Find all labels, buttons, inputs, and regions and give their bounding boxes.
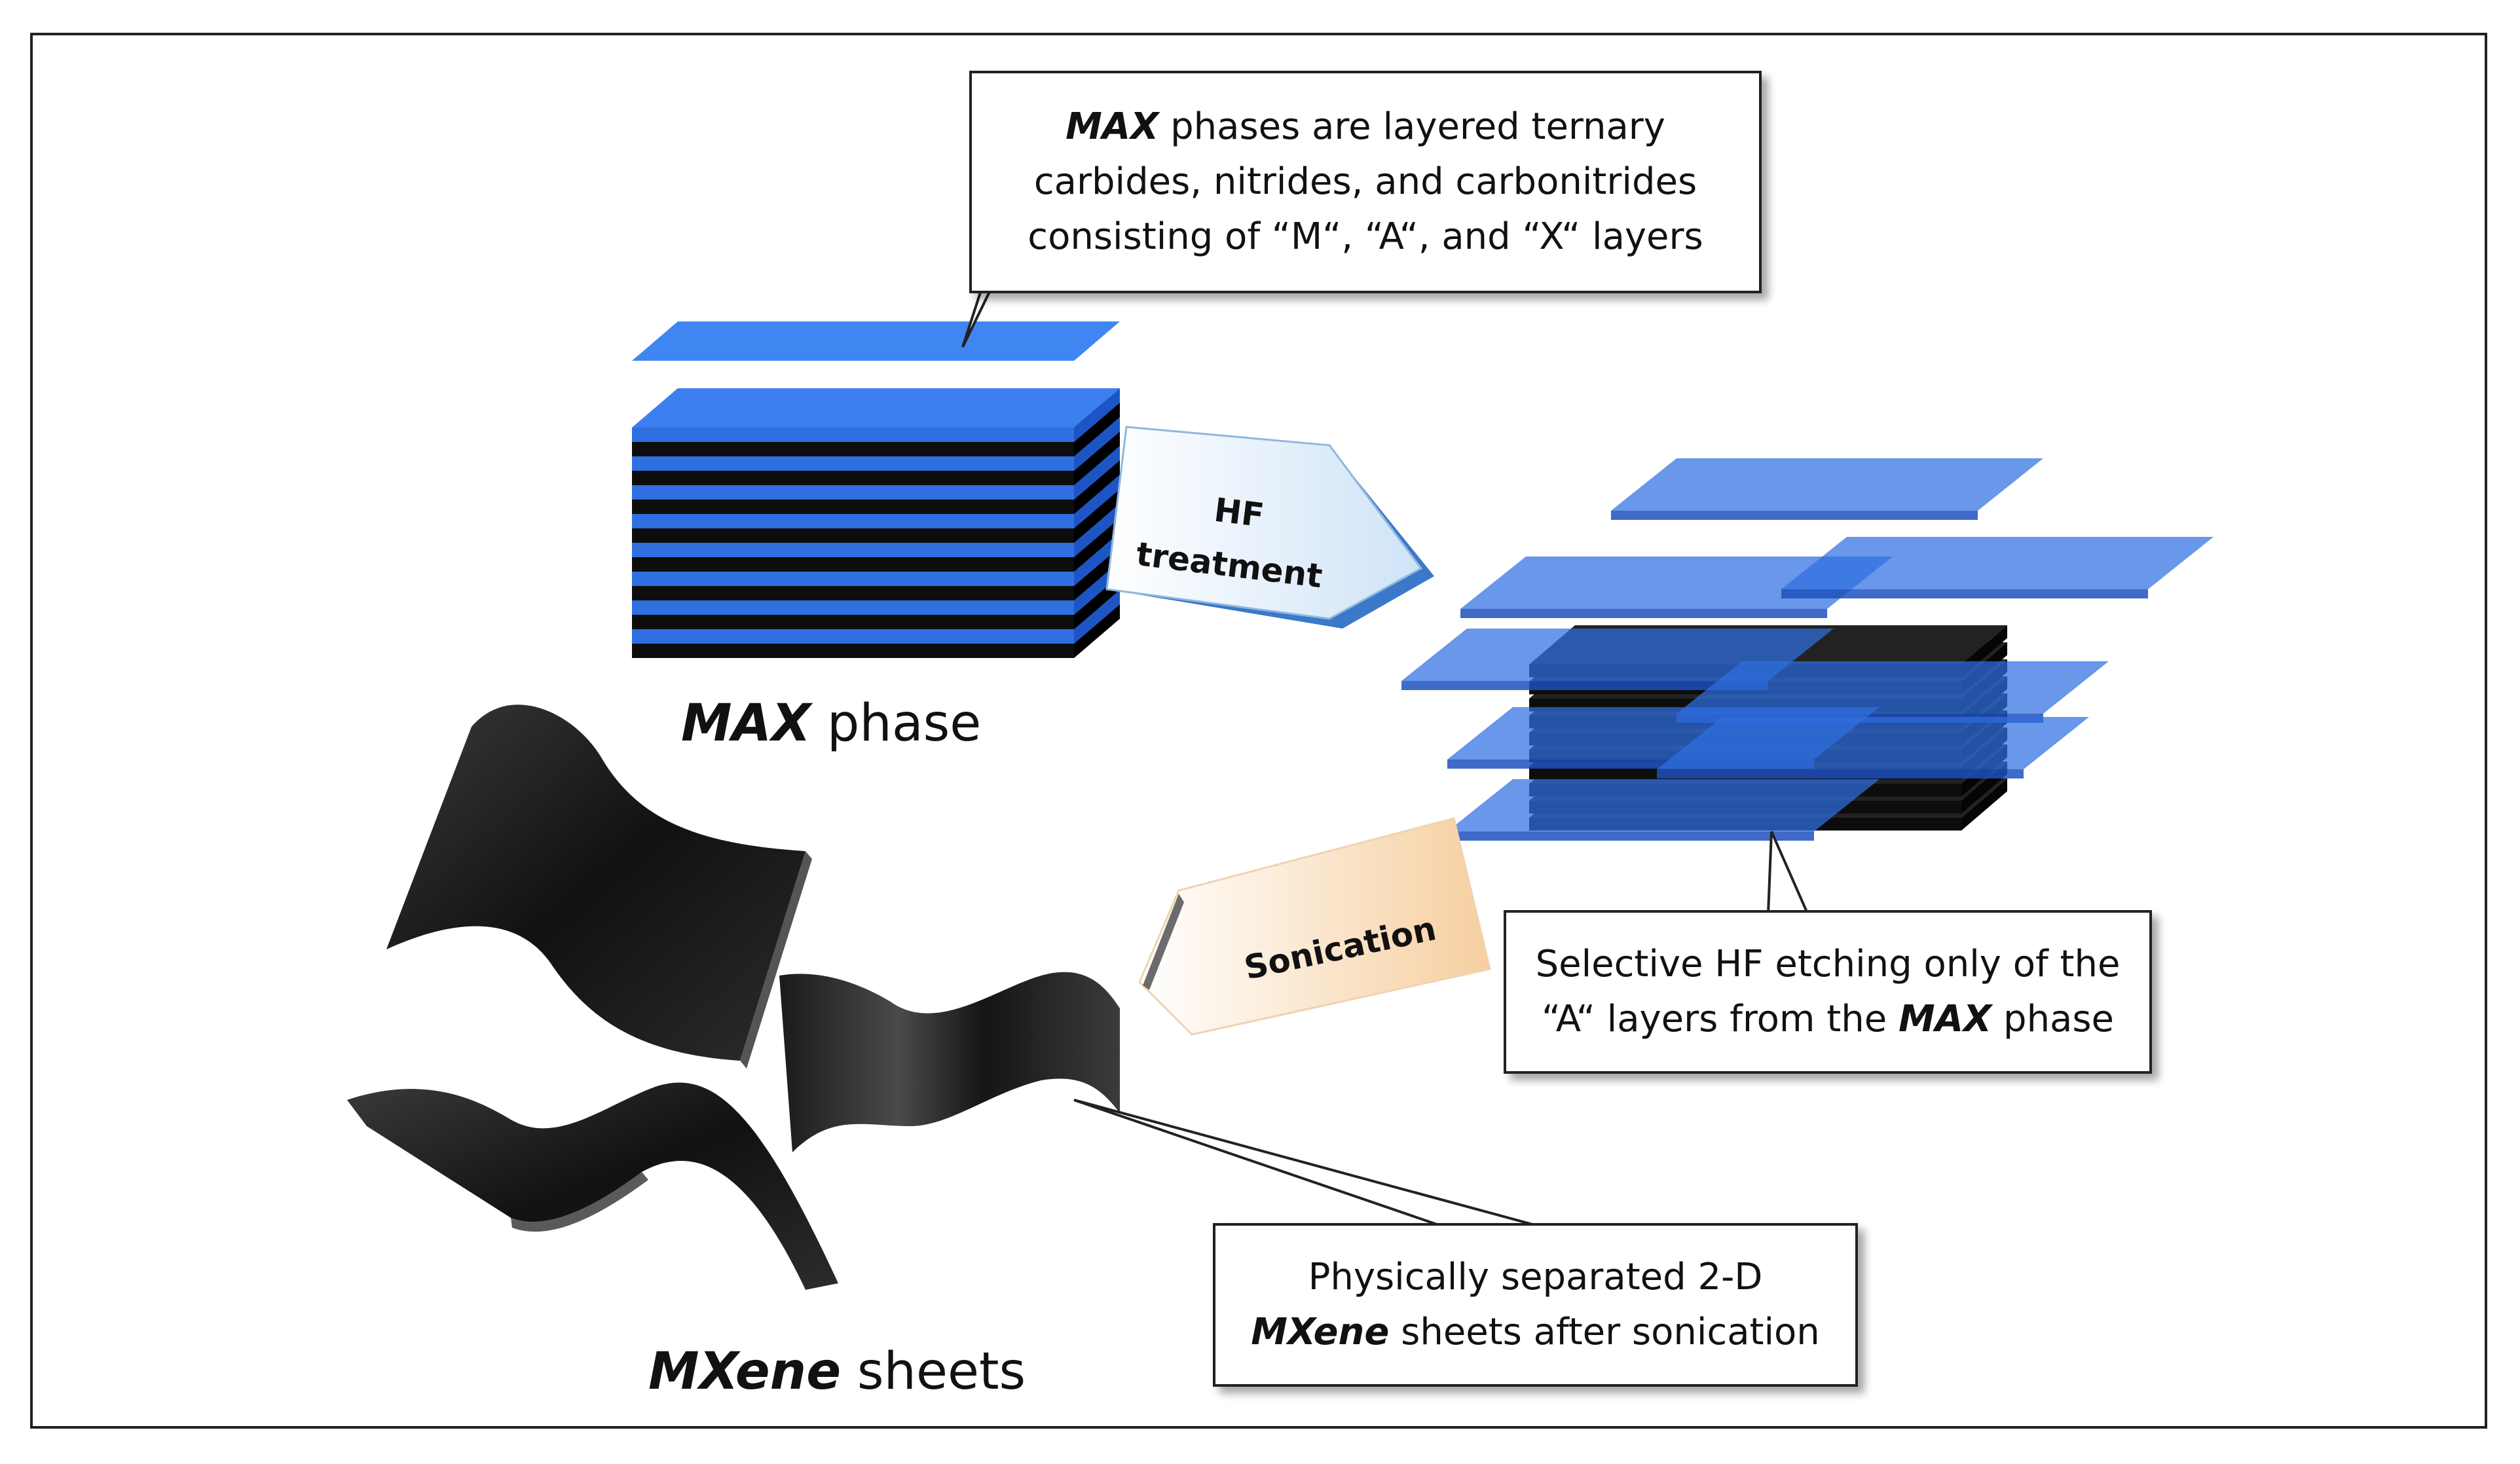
- max-layer-10-side: [1074, 460, 1120, 514]
- etching-info-em: MAX: [1898, 998, 1992, 1040]
- max-layer-6-side: [1074, 518, 1120, 572]
- max-layer-0-front: [632, 644, 1074, 658]
- mxene-info-callout: Physically separated 2-D MXene sheets af…: [1213, 1223, 1858, 1387]
- mxene-sheets-label-rest: sheets: [841, 1342, 1026, 1401]
- mxene-info-em: MXene: [1251, 1311, 1390, 1353]
- etched-blue-plate-2: [1781, 537, 2214, 589]
- max-info-em: MAX: [1065, 105, 1159, 148]
- etched-blue-plate-edge-0: [1611, 511, 1978, 520]
- etching-info-line2-pre: “A“ layers from the: [1541, 998, 1899, 1040]
- max-layer-7-front: [632, 543, 1074, 557]
- hf-treatment-arrow: HF treatment: [1105, 426, 1434, 629]
- max-layer-9-side: [1074, 475, 1120, 528]
- etching-info-line2-post: phase: [1992, 998, 2115, 1040]
- max-layer-2-front: [632, 615, 1074, 629]
- etching-info-callout: Selective HF etching only of the “A“ lay…: [1504, 910, 2152, 1074]
- max-layer-13-side: [1074, 417, 1120, 471]
- mxene-info-line1: Physically separated 2-D: [1308, 1256, 1763, 1298]
- mxene-info-line2: sheets after sonication: [1389, 1311, 1820, 1353]
- max-layer-14-side: [1074, 403, 1120, 456]
- etching-info-line1: Selective HF etching only of the: [1535, 943, 2121, 985]
- max-layer-3-front: [632, 600, 1074, 615]
- max-layer-11-side: [1074, 446, 1120, 500]
- max-layer-8-side: [1074, 489, 1120, 543]
- hf-label-line1: HF: [1212, 491, 1267, 535]
- max-phase-label: MAX phase: [681, 694, 981, 753]
- max-layer-12-front: [632, 471, 1074, 485]
- etched-blue-plate-3: [1401, 629, 1834, 681]
- max-layer-10-front: [632, 500, 1074, 514]
- max-layer-9-front: [632, 514, 1074, 528]
- max-layer-5-front: [632, 572, 1074, 586]
- max-info-callout: MAX phases are layered ternary carbides,…: [969, 71, 1762, 293]
- max-layer-11-front: [632, 485, 1074, 500]
- mxene-sheets-label: MXene sheets: [648, 1342, 1026, 1401]
- max-phase-label-rest: phase: [811, 694, 982, 753]
- max-layer-15-side: [1074, 388, 1120, 442]
- mxene-sheets-label-em: MXene: [648, 1342, 842, 1401]
- max-layer-13-front: [632, 456, 1074, 471]
- max-layer-12-side: [1074, 431, 1120, 485]
- etched-blue-plate-edge-3: [1401, 681, 1768, 690]
- max-top-face: [632, 321, 1120, 361]
- mxene-sheet-bottom: [347, 1082, 838, 1290]
- etched-blue-plate-0: [1611, 458, 2043, 511]
- max-layer-1-side: [1074, 590, 1120, 644]
- max-layer-4-side: [1074, 547, 1120, 600]
- max-layer-15-top: [632, 388, 1120, 428]
- etched-max-stack: [1401, 458, 2214, 841]
- max-info-line2: carbides, nitrides, and carbonitrides: [1033, 160, 1697, 203]
- etched-blue-plate-4: [1677, 661, 2109, 714]
- max-layer-4-front: [632, 586, 1074, 600]
- etched-black-0-side: [1961, 778, 2007, 831]
- max-phase-stack: [632, 321, 1120, 658]
- max-layer-0-side: [1074, 604, 1120, 658]
- max-layer-15-front: [632, 428, 1074, 442]
- max-info-line1: phases are layered ternary: [1158, 105, 1665, 148]
- etched-blue-plate-edge-7: [1447, 832, 1814, 841]
- mxene-sheet-top: [386, 705, 812, 1069]
- max-layer-5-side: [1074, 532, 1120, 586]
- etched-blue-plate-6: [1657, 717, 2089, 769]
- max-layer-1-front: [632, 629, 1074, 644]
- mxene-sheet-middle: [779, 972, 1120, 1152]
- etched-blue-plate-edge-6: [1657, 769, 2024, 778]
- max-layer-6-front: [632, 557, 1074, 572]
- sonication-arrow: Sonication: [1138, 817, 1491, 1036]
- max-phase-label-em: MAX: [681, 694, 811, 753]
- max-layer-8-front: [632, 528, 1074, 543]
- etched-blue-plate-7: [1447, 779, 1880, 832]
- max-info-line3: consisting of “M“, “A“, and “X“ layers: [1028, 215, 1703, 258]
- max-layer-14-front: [632, 442, 1074, 456]
- etched-blue-plate-edge-1: [1460, 609, 1827, 618]
- max-layer-7-side: [1074, 503, 1120, 557]
- etched-blue-plate-edge-2: [1781, 589, 2148, 598]
- etching-callout-pointer: [1766, 831, 1810, 915]
